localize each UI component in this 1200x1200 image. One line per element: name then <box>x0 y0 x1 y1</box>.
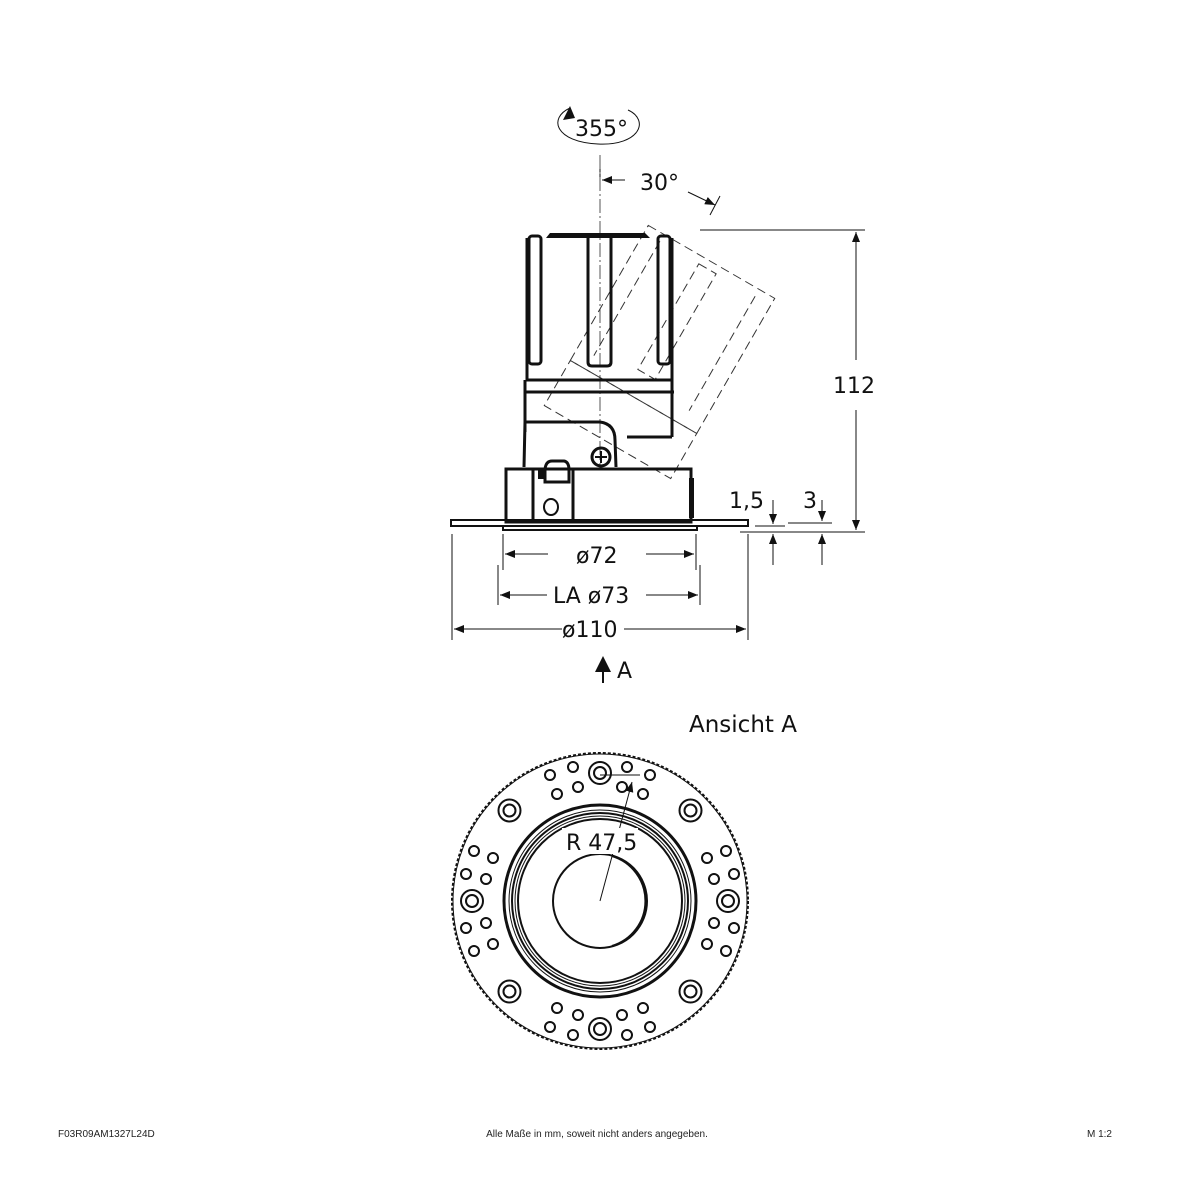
mounting-holes <box>460 761 740 1041</box>
flange-diameter-label: ø110 <box>562 618 617 643</box>
flange-thickness-label: 1,5 <box>729 489 764 514</box>
article-code: F03R09AM1327L24D <box>58 1129 155 1140</box>
rotation-label: 355° <box>575 117 628 142</box>
height-dimension: 112 <box>700 229 875 533</box>
diameter-dimensions: ø72 LA ø73 ø110 <box>451 534 749 643</box>
body-diameter-label: ø72 <box>576 544 617 569</box>
height-label: 112 <box>833 374 875 399</box>
scale-label: M 1:2 <box>1086 1129 1112 1140</box>
tilted-position-outline <box>543 224 776 480</box>
dimension-note: Alle Maße in mm, soweit nicht anders ang… <box>486 1129 708 1140</box>
cutout-diameter-label: LA ø73 <box>553 584 629 609</box>
view-marker-a: A <box>595 656 632 684</box>
plan-view: R 47,5 <box>451 752 749 1050</box>
rotation-arc-icon <box>557 107 640 145</box>
view-title: Ansicht A <box>689 712 797 738</box>
flange-outer-edge <box>451 752 749 1050</box>
recess-dimension: 3 <box>788 489 832 565</box>
side-view <box>450 233 749 531</box>
screw-icon <box>590 446 612 468</box>
tilt-angle-label: 30° <box>640 171 679 196</box>
arrow-up-icon <box>595 656 611 672</box>
flange-thickness-dimension: 1,5 <box>729 489 785 565</box>
tilt-angle-dimension: 30° <box>599 168 721 216</box>
radius-label: R 47,5 <box>566 831 637 856</box>
ventilation-holes <box>460 761 740 1041</box>
rotation-indicator: 355° <box>557 106 640 145</box>
radius-dimension: R 47,5 <box>562 774 640 902</box>
recess-label: 3 <box>803 489 817 514</box>
view-marker-label: A <box>617 659 632 684</box>
